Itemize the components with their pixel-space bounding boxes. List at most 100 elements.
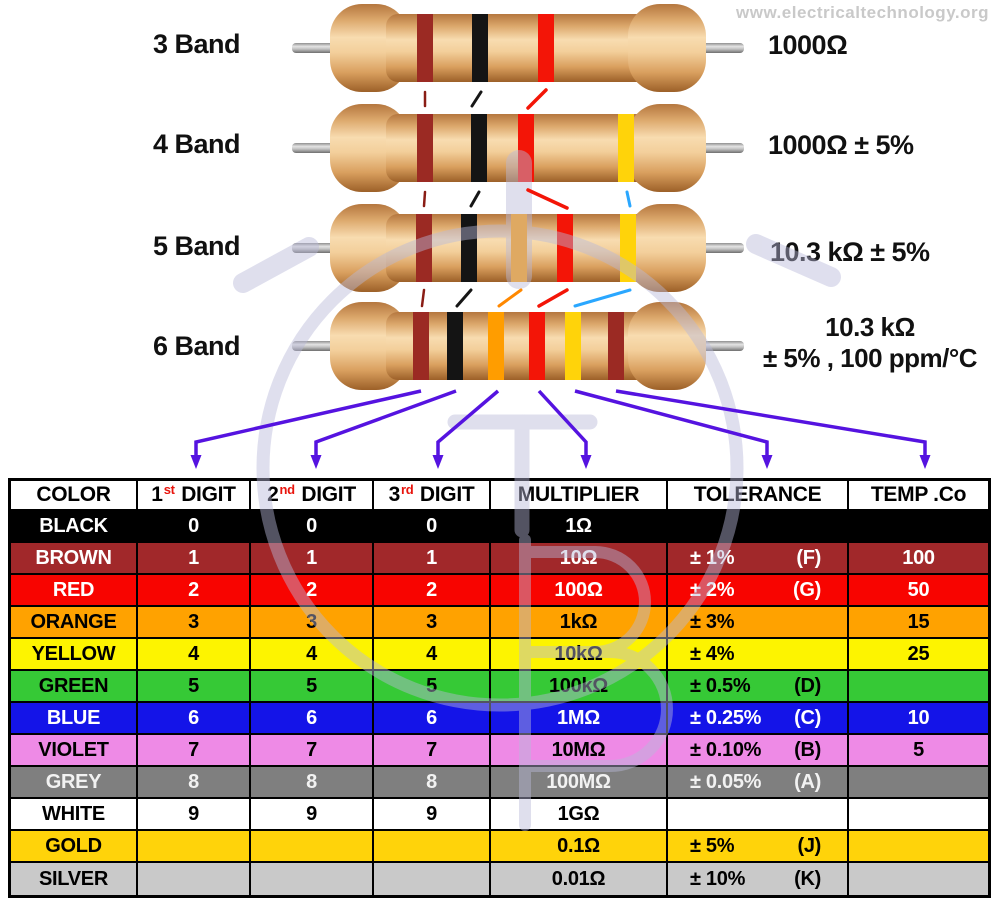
site-watermark: www.electricaltechnology.org	[736, 3, 989, 22]
cell-tolerance: ± 3%	[668, 607, 849, 639]
resistor-3band-label: 3 Band	[153, 29, 241, 59]
cell-digit-2	[251, 831, 374, 863]
tolerance-letter: (D)	[794, 674, 821, 697]
cell-multiplier: 10kΩ	[491, 639, 668, 671]
cell-digit-1: 1	[138, 543, 251, 575]
cell-digit-2: 6	[251, 703, 374, 735]
cell-tolerance	[668, 799, 849, 831]
cell-digit-1: 8	[138, 767, 251, 799]
cell-digit-2: 2	[251, 575, 374, 607]
resistor-4band-value: 1000Ω ± 5%	[768, 130, 914, 160]
header-color: COLOR	[11, 481, 138, 511]
band-brown	[413, 302, 429, 390]
tolerance-value: ± 4%	[690, 642, 735, 665]
tolerance-letter: (F)	[796, 546, 821, 569]
cell-color-name: SILVER	[11, 863, 138, 895]
cell-digit-2: 3	[251, 607, 374, 639]
cell-tolerance: ± 0.10%(B)	[668, 735, 849, 767]
cell-multiplier: 0.01Ω	[491, 863, 668, 895]
resistor-3band-graphic	[292, 4, 744, 92]
cell-tolerance: ± 5%(J)	[668, 831, 849, 863]
band-black	[447, 302, 463, 390]
band-gold	[565, 302, 581, 390]
cell-digit-2: 5	[251, 671, 374, 703]
band-orange	[488, 302, 504, 390]
band-red	[557, 204, 573, 292]
cell-color-name: BLACK	[11, 511, 138, 543]
cell-tolerance	[668, 511, 849, 543]
cell-digit-3	[374, 863, 491, 895]
cell-multiplier: 10MΩ	[491, 735, 668, 767]
cell-digit-1: 9	[138, 799, 251, 831]
header-temp-co: TEMP .Co	[849, 481, 988, 511]
resistor-6band-value: 10.3 kΩ ± 5% , 100 ppm/°C	[762, 312, 978, 373]
band-brown	[416, 204, 432, 292]
table-row-silver: SILVER 0.01Ω ± 10% (K)	[11, 863, 988, 895]
cell-temp-co	[849, 767, 988, 799]
cell-digit-1: 3	[138, 607, 251, 639]
resistor-6band-graphic	[292, 302, 744, 390]
cell-digit-1: 6	[138, 703, 251, 735]
cell-temp-co	[849, 831, 988, 863]
band-red	[529, 302, 545, 390]
cell-temp-co: 15	[849, 607, 988, 639]
cell-tolerance: ± 0.5%(D)	[668, 671, 849, 703]
band-red	[518, 104, 534, 192]
cell-tolerance: ± 0.25%(C)	[668, 703, 849, 735]
cell-digit-2: 0	[251, 511, 374, 543]
cell-multiplier: 100kΩ	[491, 671, 668, 703]
cell-digit-1	[138, 863, 251, 895]
cell-digit-2: 8	[251, 767, 374, 799]
tolerance-value: ± 5%	[690, 834, 735, 857]
tolerance-value: ± 3%	[690, 610, 735, 633]
cell-color-name: GOLD	[11, 831, 138, 863]
header-tolerance: TOLERANCE	[668, 481, 849, 511]
cell-digit-3: 2	[374, 575, 491, 607]
cell-tolerance: ± 2%(G)	[668, 575, 849, 607]
cell-digit-3: 1	[374, 543, 491, 575]
tolerance-letter: (K)	[794, 867, 821, 890]
cell-temp-co: 100	[849, 543, 988, 575]
resistor-3band-value: 1000Ω	[768, 30, 848, 60]
cell-digit-2: 7	[251, 735, 374, 767]
band-red	[538, 4, 554, 92]
resistor-6band-label: 6 Band	[153, 331, 241, 361]
tolerance-letter: (A)	[794, 770, 821, 793]
arrowheads	[190, 455, 931, 469]
cell-digit-3: 6	[374, 703, 491, 735]
cell-multiplier: 1MΩ	[491, 703, 668, 735]
cell-temp-co: 25	[849, 639, 988, 671]
cell-digit-3: 0	[374, 511, 491, 543]
cell-temp-co	[849, 511, 988, 543]
resistor-5band-graphic	[292, 204, 744, 292]
cell-digit-3: 8	[374, 767, 491, 799]
cell-temp-co	[849, 671, 988, 703]
cell-digit-1: 2	[138, 575, 251, 607]
cell-tolerance: ± 0.05%(A)	[668, 767, 849, 799]
cell-color-name: BLUE	[11, 703, 138, 735]
tolerance-value: ± 10%	[690, 867, 746, 890]
resistor-4band-label: 4 Band	[153, 129, 241, 159]
resistor-5band-value: 10.3 kΩ ± 5%	[770, 237, 930, 267]
cell-digit-1: 4	[138, 639, 251, 671]
cell-color-name: GREY	[11, 767, 138, 799]
cell-digit-1: 7	[138, 735, 251, 767]
cell-temp-co	[849, 799, 988, 831]
resistor-body	[330, 4, 706, 92]
cell-color-name: ORANGE	[11, 607, 138, 639]
band-black	[461, 204, 477, 292]
cell-temp-co: 5	[849, 735, 988, 767]
